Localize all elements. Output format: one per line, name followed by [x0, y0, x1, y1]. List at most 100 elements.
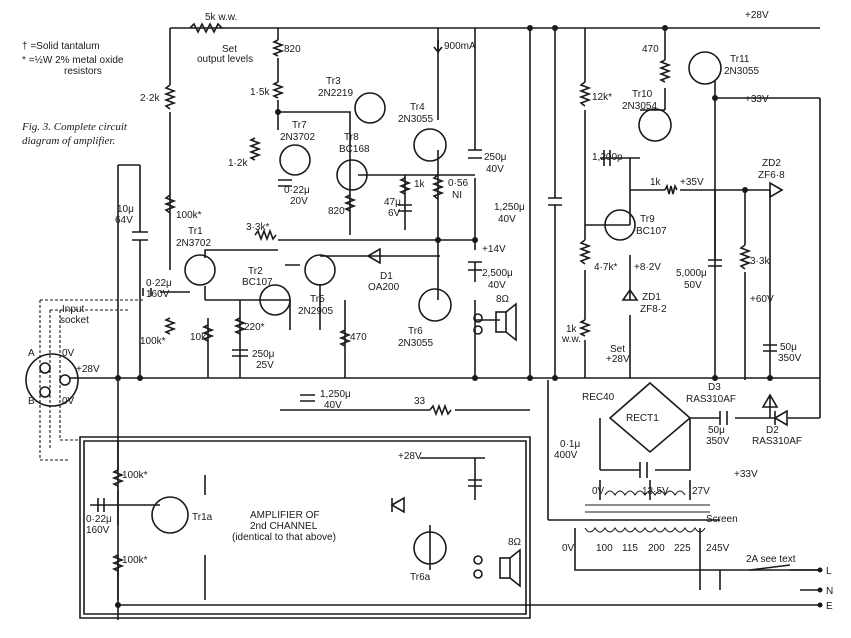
label-screen: Screen [706, 514, 738, 525]
label-set-28-1: Set [610, 344, 625, 355]
label-c50b-1: 50μ [708, 425, 725, 436]
label-c2500-1: 2,500μ [482, 268, 513, 279]
legend-resistors: resistors [64, 66, 102, 77]
label-r3k3-right: 3·3k [750, 256, 770, 267]
label-set: Set [222, 44, 237, 55]
label-pri-0v: 0V [562, 543, 575, 554]
label-amp2-2: 2nd CHANNEL [250, 521, 318, 532]
label-mains-l: L [826, 566, 832, 577]
label-tr10-type: 2N3054 [622, 101, 657, 112]
label-zd2: ZD2 [762, 158, 781, 169]
label-r1k-ww-1: 1k [566, 324, 578, 335]
label-zd2-type: ZF6·8 [758, 170, 785, 181]
label-c10u-1: 10μ [117, 204, 134, 215]
label-r820-mid: 820 [328, 206, 345, 217]
label-d2: D2 [766, 425, 779, 436]
label-set-28-2: +28V [606, 354, 630, 365]
label-zd1: ZD1 [642, 292, 661, 303]
label-c10u-2: 64V [115, 215, 133, 226]
label-tap-27v: 27V [692, 486, 710, 497]
label-c2500-2: 40V [488, 280, 506, 291]
label-900ma: 900mA [444, 41, 476, 52]
label-v8-2: +8·2V [634, 262, 661, 273]
label-d3: D3 [708, 382, 721, 393]
label-pin-0v-a: 0V [62, 348, 75, 359]
label-rect1: RECT1 [626, 413, 659, 424]
label-r10k: 10k [190, 332, 207, 343]
legend-tantalum: † =Solid tantalum [22, 41, 100, 52]
label-rail-33v-top: +33V [745, 94, 769, 105]
diodes [366, 181, 788, 514]
label-tr6-type: 2N3055 [398, 338, 433, 349]
capacitors [97, 149, 777, 512]
wiring [39, 27, 821, 620]
label-tr7: Tr7 [292, 120, 307, 131]
label-tr4-type: 2N3055 [398, 114, 433, 125]
label-c022-160-2: 160V [146, 289, 170, 300]
label-r820-top: 820 [284, 44, 301, 55]
label-r2k2: 2·2k [140, 93, 160, 104]
label-r1k2: 1·2k [228, 158, 248, 169]
label-r1k-mid: 1k [414, 179, 426, 190]
label-rec40: REC40 [582, 392, 615, 403]
label-pot-5k: 5k w.w. [205, 12, 237, 23]
label-tr6: Tr6 [408, 326, 423, 337]
label-mains-e: E [826, 601, 833, 612]
label-r1k-ww-2: w.w. [561, 334, 581, 345]
label-c47-2: 6V [388, 208, 401, 219]
label-r220-star: 220* [244, 322, 265, 333]
label-pri-200: 200 [648, 543, 665, 554]
label-fuse: 2A see text [746, 554, 796, 565]
label-r056-1: 0·56 [448, 178, 468, 189]
label-tr1-type: 2N3702 [176, 238, 211, 249]
label-r3k3-star: 3·3k* [246, 222, 269, 233]
label-c47-1: 47μ [384, 197, 401, 208]
label-pin-28v: +28V [76, 364, 100, 375]
label-tr11-type: 2N3055 [724, 66, 759, 77]
label-r056-2: NI [452, 190, 462, 201]
label-output-levels: output levels [197, 54, 253, 65]
label-r1k-right: 1k [650, 177, 662, 188]
label-tr8-type: BC168 [339, 144, 370, 155]
label-c1250-40-1: 1,250μ [320, 389, 351, 400]
label-c01-1: 0·1μ [560, 439, 580, 450]
label-c022-b-2: 160V [86, 525, 110, 536]
label-tr7-type: 2N3702 [280, 132, 315, 143]
label-tr9-type: BC107 [636, 226, 667, 237]
label-zd1-type: ZF8·2 [640, 304, 667, 315]
label-d3-type: RAS310AF [686, 394, 736, 405]
label-c250-40-2: 40V [486, 164, 504, 175]
label-tr3-type: 2N2219 [318, 88, 353, 99]
label-r470-mid: 470 [350, 332, 367, 343]
label-r4k7-star: 4·7k* [594, 262, 617, 273]
label-rail-35v: +35V [680, 177, 704, 188]
label-tr5-type: 2N2905 [298, 306, 333, 317]
label-r100k-b1: 100k* [122, 470, 148, 481]
label-pri-115: 115 [622, 543, 638, 554]
label-tr2: Tr2 [248, 266, 263, 277]
label-pri-100: 100 [596, 543, 613, 554]
label-c1250-40-2: 40V [324, 400, 342, 411]
speakers-and-bridge-misc [25, 25, 823, 608]
label-c250-25-2: 25V [256, 360, 274, 371]
label-c5000-1: 5,000μ [676, 268, 707, 279]
label-d1: D1 [380, 271, 393, 282]
caption-line-1: Fig. 3. Complete circuit [21, 121, 128, 133]
label-pin-0v-b: 0V [62, 396, 75, 407]
label-tr6a: Tr6a [410, 572, 431, 583]
component-labels: 5k w.w. Set output levels +28V 900mA 820… [28, 10, 833, 612]
label-c1200p: 1,200p [592, 152, 623, 163]
label-rail-33v-bottom: +33V [734, 469, 758, 480]
label-c50b-2: 350V [706, 436, 730, 447]
label-c50-350-1: 50μ [780, 342, 797, 353]
label-rail-28v-lower: +28V [398, 451, 422, 462]
label-c1250-right-2: 40V [498, 214, 516, 225]
label-r1k5: 1·5k [250, 87, 270, 98]
label-tr10: Tr10 [632, 89, 653, 100]
label-c1250-right-1: 1,250μ [494, 202, 525, 213]
label-speaker-8ohm: 8Ω [496, 294, 510, 305]
label-r100k-star: 100k* [176, 210, 202, 221]
label-d2-type: RAS310AF [752, 436, 802, 447]
